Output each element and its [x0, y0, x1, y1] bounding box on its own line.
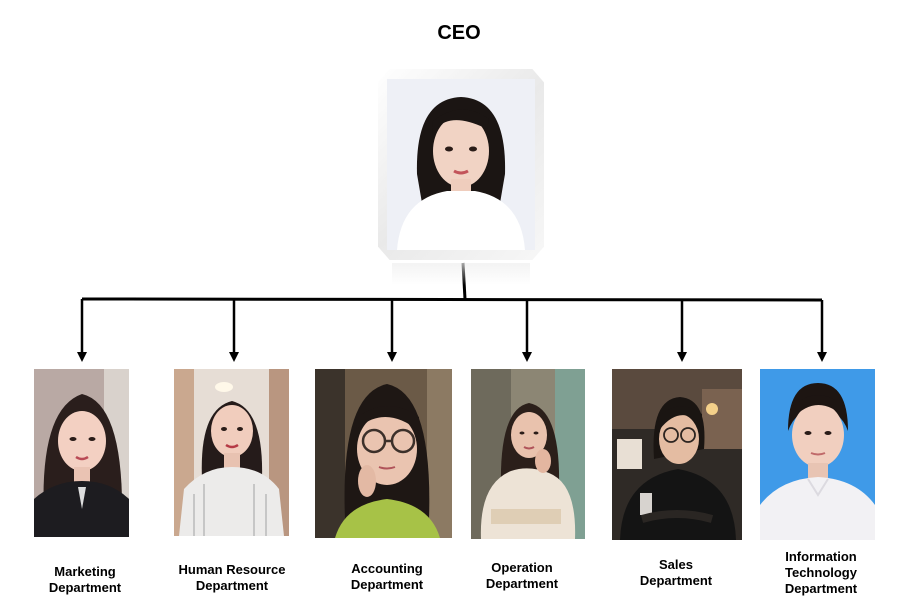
ceo-photo-frame	[378, 69, 544, 260]
accounting-portrait	[315, 369, 452, 538]
page-title: CEO	[437, 22, 481, 44]
label-marketing-department: Marketing Department	[48, 564, 122, 595]
marketing-portrait	[34, 369, 129, 537]
sales-portrait	[612, 369, 742, 540]
label-accounting-department: Accounting Department	[350, 561, 424, 592]
label-human-resource-department: Human Resource Department	[178, 562, 286, 593]
label-operation-department: Operation Department	[485, 560, 559, 591]
horizontal-bus-line	[81, 297, 823, 302]
label-sales-department: Sales Department	[639, 557, 713, 588]
human-resource-portrait	[174, 369, 289, 536]
ceo-portrait	[387, 79, 535, 250]
ceo-photo-reflection	[392, 263, 530, 285]
operation-portrait	[471, 369, 585, 539]
information-technology-portrait	[760, 369, 875, 540]
label-information-technology-department: Information Technology Department	[784, 549, 858, 596]
